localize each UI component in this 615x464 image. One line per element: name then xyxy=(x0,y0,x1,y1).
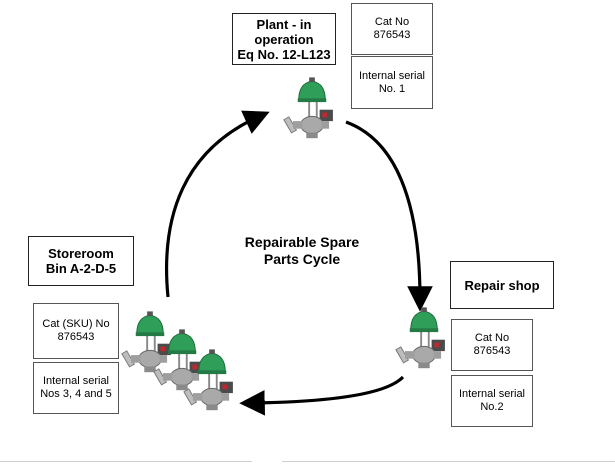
valve-icon-plant xyxy=(283,76,334,139)
storeroom-label: Storeroom Bin A-2-D-5 xyxy=(45,246,117,276)
repair-cat: Cat No 876543 xyxy=(473,332,511,357)
storeroom-label-box: Storeroom Bin A-2-D-5 xyxy=(28,236,134,286)
plant-cat-box: Cat No 876543 xyxy=(351,3,433,55)
arrow-repair-to-storeroom xyxy=(239,375,405,416)
repair-label-box: Repair shop xyxy=(450,261,554,309)
bottom-rule-left xyxy=(0,461,252,462)
plant-label-box: Plant - in operation Eq No. 12-L123 xyxy=(232,13,336,65)
repair-serial-box: Internal serial No.2 xyxy=(451,375,533,427)
repair-cat-box: Cat No 876543 xyxy=(451,319,533,371)
plant-serial-box: Internal serial No. 1 xyxy=(351,56,433,109)
arrow-storeroom-to-plant xyxy=(164,110,270,298)
valve-icon-repair xyxy=(395,306,446,369)
plant-label: Plant - in operation Eq No. 12-L123 xyxy=(237,16,331,62)
storeroom-cat: Cat (SKU) No 876543 xyxy=(42,318,110,343)
repair-label: Repair shop xyxy=(464,277,540,293)
storeroom-cat-box: Cat (SKU) No 876543 xyxy=(33,303,119,359)
repair-serial: Internal serial No.2 xyxy=(458,388,526,413)
plant-cat: Cat No 876543 xyxy=(373,16,411,41)
valve-icon-storeroom-1 xyxy=(121,310,172,373)
plant-serial: Internal serial No. 1 xyxy=(358,69,426,95)
diagram-title: Repairable Spare Parts Cycle xyxy=(244,234,360,267)
storeroom-serial-box: Internal serial Nos 3, 4 and 5 xyxy=(33,362,119,414)
arrow-plant-to-repair xyxy=(345,120,433,312)
bottom-rule-right xyxy=(282,461,615,462)
storeroom-serial: Internal serial Nos 3, 4 and 5 xyxy=(40,375,112,400)
